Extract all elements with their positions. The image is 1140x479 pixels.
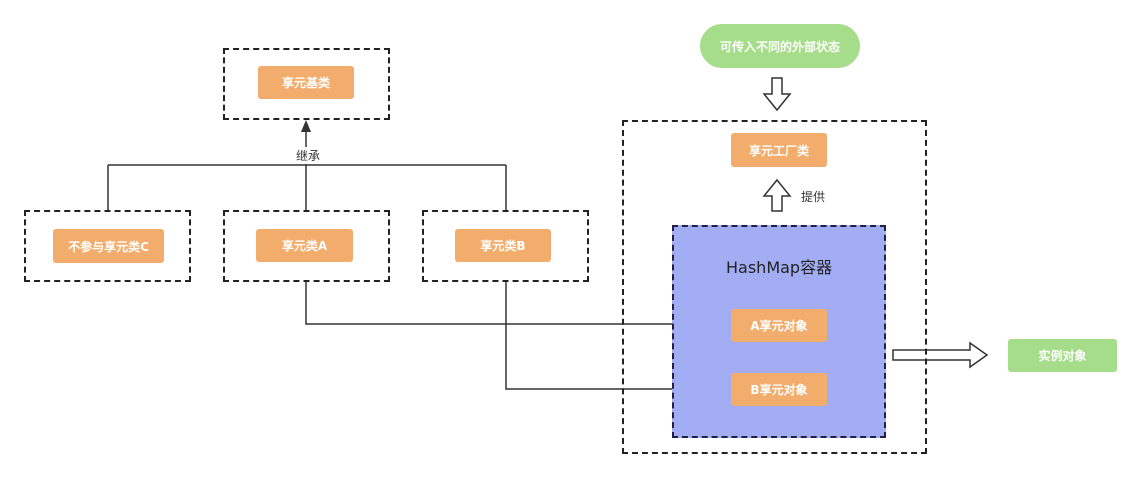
base-class-box <box>223 48 390 120</box>
class-b-to-obj-b-arrow <box>505 282 730 394</box>
class-a-node: 享元类A <box>256 229 353 262</box>
class-b-node: 享元类B <box>455 229 551 262</box>
hollow-up-arrow <box>762 178 792 212</box>
provide-label: 提供 <box>801 190 826 204</box>
hollow-down-arrow <box>762 77 792 112</box>
obj-a-node: A享元对象 <box>731 309 827 342</box>
class-c-box <box>24 210 191 282</box>
base-class-node: 享元基类 <box>258 66 354 99</box>
class-b-box <box>422 210 589 282</box>
instance-node: 实例对象 <box>1008 339 1117 372</box>
inheritance-connector <box>107 120 507 211</box>
inherit-label: 继承 <box>294 147 323 164</box>
obj-b-node: B享元对象 <box>731 373 827 406</box>
hashmap-container-title: HashMap容器 <box>726 258 833 277</box>
factory-group-box <box>622 120 927 454</box>
class-c-node: 不参与享元类C <box>53 229 164 263</box>
external-state-node: 可传入不同的外部状态 <box>700 24 860 68</box>
inherit-arrowhead <box>301 120 311 132</box>
class-a-box <box>223 210 390 282</box>
factory-node: 享元工厂类 <box>731 133 827 167</box>
class-a-to-obj-a-arrow <box>305 282 730 329</box>
hollow-right-arrow <box>892 341 989 369</box>
